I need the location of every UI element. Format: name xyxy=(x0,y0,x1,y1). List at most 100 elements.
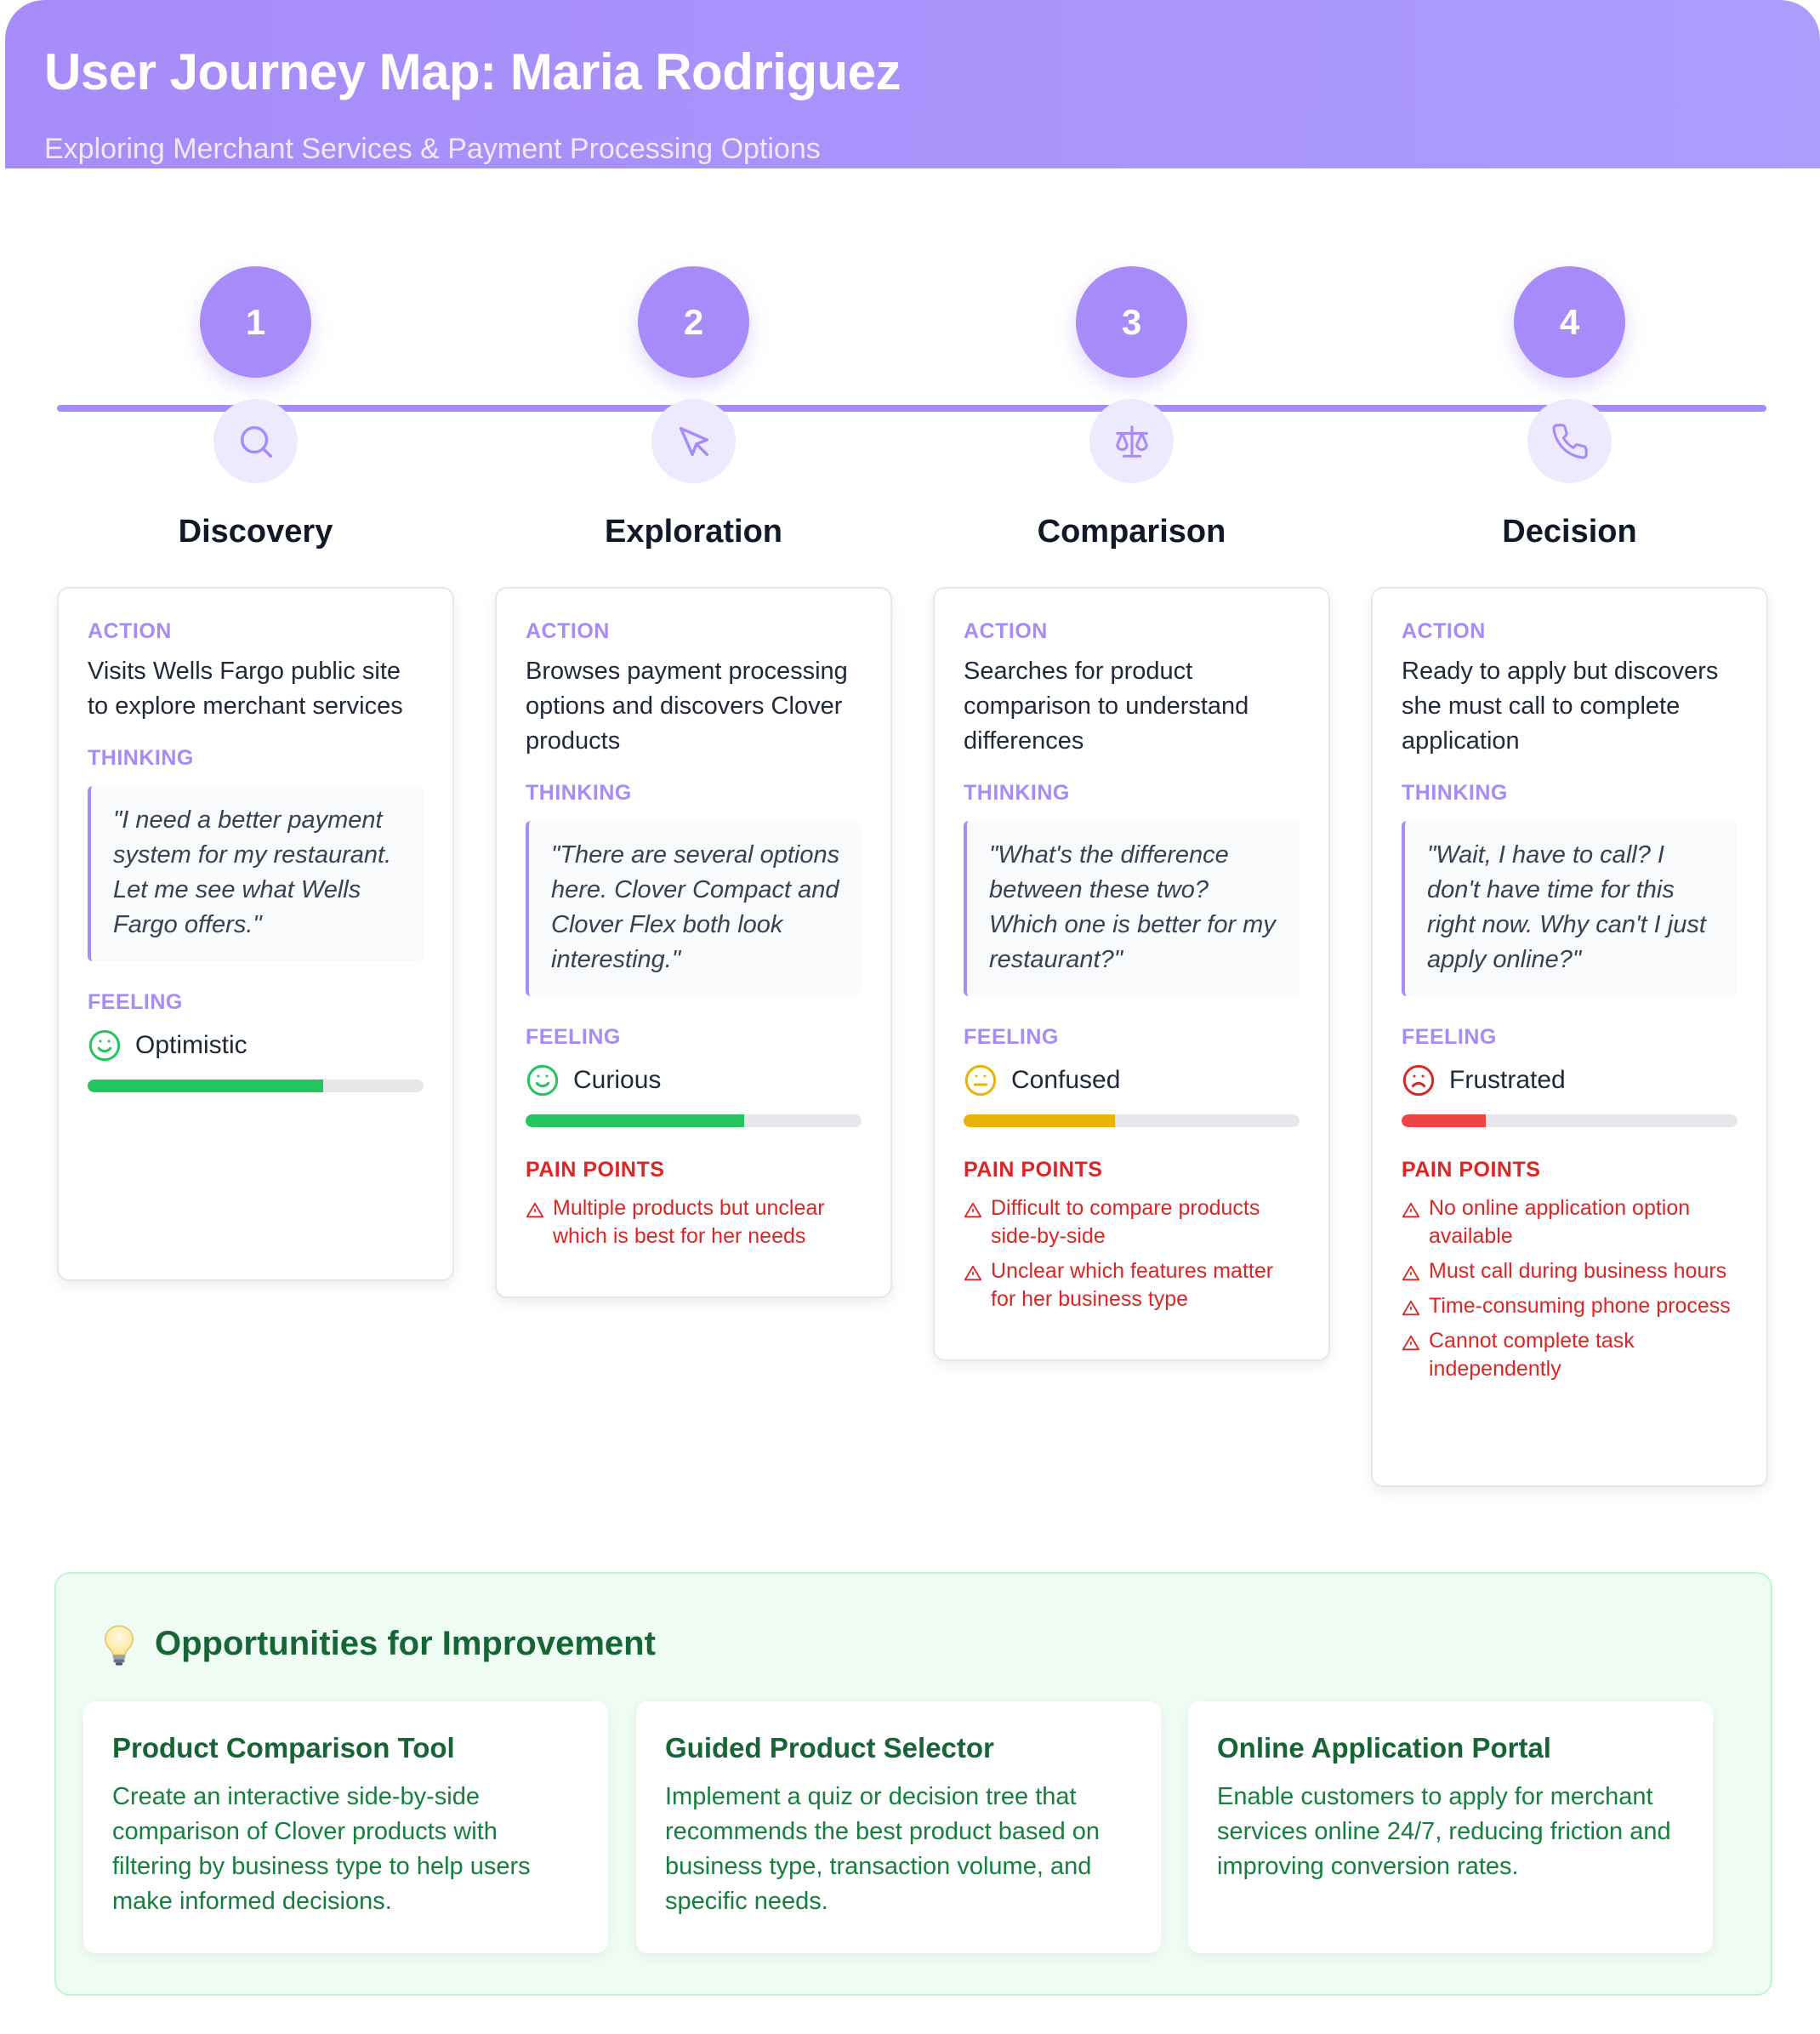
stage-title: Decision xyxy=(1502,514,1637,550)
feeling-row: Curious xyxy=(526,1063,862,1097)
thinking-quote: "I need a better payment system for my r… xyxy=(88,786,424,961)
opportunity-title: Product Comparison Tool xyxy=(112,1732,455,1763)
pain-point: Difficult to compare products side-by-si… xyxy=(964,1194,1300,1251)
journey-map-page: User Journey Map: Maria Rodriguez Explor… xyxy=(5,0,1820,2034)
feeling-meter xyxy=(526,1114,862,1127)
thinking-quote: "There are several options here. Clover … xyxy=(526,821,862,996)
action-text: Browses payment processing options and d… xyxy=(526,658,848,755)
pain-point: Unclear which features matter for her bu… xyxy=(964,1257,1300,1313)
cursor-icon xyxy=(651,399,736,483)
opportunities-section: Opportunities for Improvement Product Co… xyxy=(54,1572,1772,1996)
feeling-meter-fill xyxy=(88,1080,323,1092)
feeling-meter-fill xyxy=(1402,1114,1486,1127)
feeling-text: Confused xyxy=(1011,1066,1121,1094)
action-label: ACTION xyxy=(88,619,172,643)
action-label: ACTION xyxy=(964,619,1048,643)
pain-points-list: No online application option available M… xyxy=(1402,1194,1738,1383)
stage-number: 2 xyxy=(638,266,749,378)
stage-card-discovery: ACTION Visits Wells Fargo public site to… xyxy=(57,587,454,1281)
smile-icon xyxy=(88,1029,121,1062)
pain-point: Time-consuming phone process xyxy=(1402,1292,1738,1320)
lightbulb-icon xyxy=(104,1625,134,1666)
stage-number: 1 xyxy=(200,266,311,378)
pain-point: No online application option available xyxy=(1402,1194,1738,1251)
pain-point-text: Difficult to compare products side-by-si… xyxy=(991,1196,1260,1248)
warning-icon xyxy=(1402,1265,1420,1281)
thinking-label: THINKING xyxy=(1402,781,1508,805)
action-text: Visits Wells Fargo public site to explor… xyxy=(88,658,403,720)
thinking-label: THINKING xyxy=(964,781,1070,805)
feeling-row: Optimistic xyxy=(88,1028,424,1063)
pain-point-text: Cannot complete task independently xyxy=(1429,1329,1635,1381)
feeling-text: Curious xyxy=(573,1066,662,1094)
page-title: User Journey Map: Maria Rodriguez xyxy=(44,43,901,100)
pain-points-label: PAIN POINTS xyxy=(964,1158,1103,1182)
opportunity-title: Guided Product Selector xyxy=(665,1732,994,1763)
opportunity-description: Implement a quiz or decision tree that r… xyxy=(665,1783,1101,1915)
stage-card-decision: ACTION Ready to apply but discovers she … xyxy=(1371,587,1768,1487)
pain-point-text: Must call during business hours xyxy=(1429,1259,1727,1283)
opportunity-description: Create an interactive side-by-side compa… xyxy=(112,1783,531,1915)
feeling-label: FEELING xyxy=(964,1025,1059,1049)
pain-points-label: PAIN POINTS xyxy=(1402,1158,1541,1182)
stage-number: 4 xyxy=(1514,266,1625,378)
feeling-meter-fill xyxy=(526,1114,744,1127)
thinking-label: THINKING xyxy=(88,746,194,770)
pain-point-text: No online application option available xyxy=(1429,1196,1691,1248)
stage-title: Comparison xyxy=(1037,514,1226,550)
scale-icon xyxy=(1089,399,1174,483)
pain-point-text: Multiple products but unclear which is b… xyxy=(553,1196,825,1248)
search-icon xyxy=(213,399,298,483)
thinking-quote: "What's the difference between these two… xyxy=(964,821,1300,996)
feeling-label: FEELING xyxy=(526,1025,621,1049)
action-text: Searches for product comparison to under… xyxy=(964,658,1249,755)
warning-icon xyxy=(1402,1335,1420,1351)
feeling-row: Frustrated xyxy=(1402,1063,1738,1097)
pain-point-text: Time-consuming phone process xyxy=(1429,1294,1731,1318)
opportunity-title: Online Application Portal xyxy=(1217,1732,1551,1763)
feeling-label: FEELING xyxy=(1402,1025,1497,1049)
feeling-meter xyxy=(964,1114,1300,1127)
pain-point-text: Unclear which features matter for her bu… xyxy=(991,1259,1274,1311)
phone-icon xyxy=(1527,399,1612,483)
feeling-meter xyxy=(1402,1114,1738,1127)
action-label: ACTION xyxy=(1402,619,1486,643)
warning-icon xyxy=(1402,1202,1420,1218)
neutral-face-icon xyxy=(964,1064,997,1097)
feeling-label: FEELING xyxy=(88,990,183,1014)
page-subtitle: Exploring Merchant Services & Payment Pr… xyxy=(44,133,821,165)
stage-card-comparison: ACTION Searches for product comparison t… xyxy=(933,587,1330,1361)
pain-points-list: Multiple products but unclear which is b… xyxy=(526,1194,862,1251)
pain-points-label: PAIN POINTS xyxy=(526,1158,665,1182)
pain-points-list: Difficult to compare products side-by-si… xyxy=(964,1194,1300,1313)
feeling-row: Confused xyxy=(964,1063,1300,1097)
warning-icon xyxy=(526,1202,544,1218)
timeline-line xyxy=(57,405,1766,412)
feeling-meter xyxy=(88,1080,424,1092)
action-text: Ready to apply but discovers she must ca… xyxy=(1402,658,1719,755)
warning-icon xyxy=(1402,1300,1420,1316)
pain-point: Cannot complete task independently xyxy=(1402,1327,1738,1383)
stage-title: Exploration xyxy=(604,514,783,550)
opportunities-title: Opportunities for Improvement xyxy=(155,1625,656,1662)
stage-number: 3 xyxy=(1076,266,1187,378)
header-banner: User Journey Map: Maria Rodriguez Explor… xyxy=(5,0,1820,168)
opportunity-card: Online Application Portal Enable custome… xyxy=(1188,1701,1713,1953)
feeling-text: Optimistic xyxy=(135,1031,247,1059)
stage-title: Discovery xyxy=(178,514,333,550)
opportunity-description: Enable customers to apply for merchant s… xyxy=(1217,1783,1671,1880)
feeling-meter-fill xyxy=(964,1114,1115,1127)
pain-point: Multiple products but unclear which is b… xyxy=(526,1194,862,1251)
smile-icon xyxy=(526,1064,559,1097)
action-label: ACTION xyxy=(526,619,610,643)
warning-icon xyxy=(964,1202,982,1218)
thinking-label: THINKING xyxy=(526,781,632,805)
stage-card-exploration: ACTION Browses payment processing option… xyxy=(495,587,892,1298)
frown-icon xyxy=(1402,1064,1435,1097)
pain-point: Must call during business hours xyxy=(1402,1257,1738,1285)
thinking-quote: "Wait, I have to call? I don't have time… xyxy=(1402,821,1738,996)
opportunity-card: Guided Product Selector Implement a quiz… xyxy=(636,1701,1161,1953)
feeling-text: Frustrated xyxy=(1449,1066,1566,1094)
opportunity-card: Product Comparison Tool Create an intera… xyxy=(83,1701,608,1953)
warning-icon xyxy=(964,1265,982,1281)
